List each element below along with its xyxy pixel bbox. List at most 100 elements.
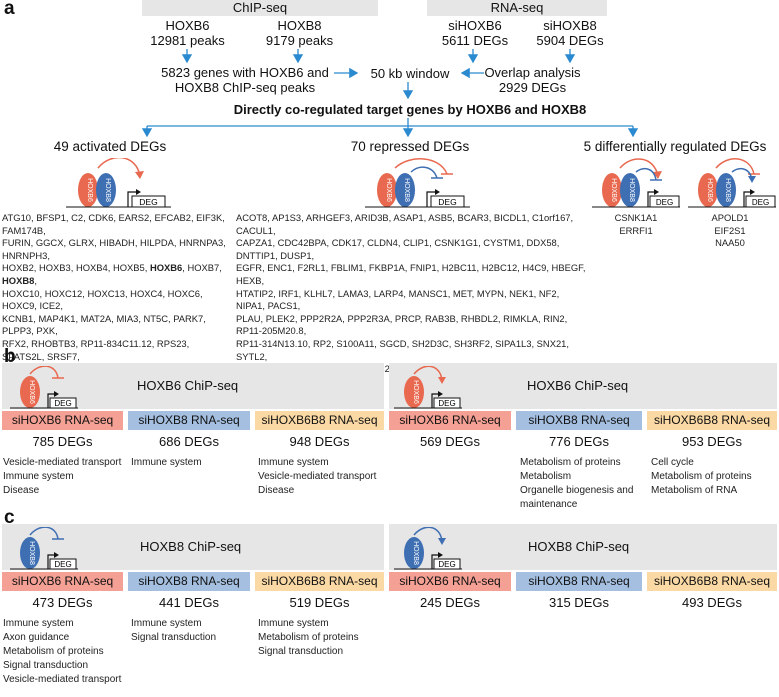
c-left-motif: HOXB8 DEG: [10, 527, 78, 570]
b-left-col2-terms: Immune system: [131, 456, 251, 470]
activated-genes-part2: , HOXC10, HOXC12, HOXC13, HOXC4, HOXC6, …: [2, 274, 225, 374]
c-left-col1-degs: 473 DEGs: [32, 595, 93, 610]
term: Signal transduction: [3, 660, 89, 671]
activated-gene-list: ATG10, BFSP1, C2, CDK6, EARS2, EFCAB2, E…: [2, 212, 234, 376]
chipseq-header: ChIP-seq: [142, 0, 378, 16]
c-left-col1-header: siHOXB6 RNA-seq: [2, 572, 123, 591]
diff2-hoxb8-label: HOXB8: [724, 178, 731, 202]
sihoxb6-name: siHOXB6: [448, 18, 502, 33]
b-left-col1-header: siHOXB6 RNA-seq: [2, 411, 123, 430]
c-left-col3-degs: 519 DEGs: [289, 595, 350, 610]
window-50kb: 50 kb window: [370, 66, 450, 81]
panel-a-arrows: [141, 49, 639, 138]
term: Metabolism of proteins: [3, 646, 104, 657]
c-right-col2-header: siHOXB8 RNA-seq: [516, 572, 642, 591]
diff2-hoxb6-label: HOXB6: [706, 178, 713, 202]
term: Metabolism of proteins: [651, 471, 752, 482]
b-left-col1-terms: Vesicle-mediated transport Immune system…: [3, 456, 125, 498]
term: Metabolism: [520, 471, 572, 482]
activated-gene-hoxb6: HOXB6: [149, 262, 183, 274]
activated-hoxb6-label: HOXB6: [86, 178, 93, 202]
repressed-deg-label: DEG: [438, 197, 456, 207]
term: Immune system: [258, 618, 329, 629]
b-left-col1-degs: 785 DEGs: [32, 434, 93, 449]
diff1-hoxb6-label: HOXB6: [610, 178, 617, 202]
repressed-motif: HOXB6 HOXB8 DEG: [365, 158, 470, 208]
repressed-gene-list: ACOT8, AP1S3, ARHGEF3, ARID3B, ASAP1, AS…: [236, 212, 586, 387]
c-right-col3-degs: 493 DEGs: [682, 595, 742, 610]
term: Immune system: [258, 457, 329, 468]
b-right-col1-header: siHOXB6 RNA-seq: [389, 411, 511, 430]
term: Metabolism of proteins: [258, 632, 359, 643]
b-right-col3-header: siHOXB6B8 RNA-seq: [647, 411, 777, 430]
term: Vesicle-mediated transport: [3, 457, 122, 468]
b-left-col2-degs: 686 DEGs: [159, 434, 219, 449]
panel-a-label: a: [4, 0, 15, 19]
term: Immune system: [131, 618, 202, 629]
hoxb6-name: HOXB6: [165, 18, 210, 33]
c-left-col1-terms: Immune system Axon guidance Metabolism o…: [3, 617, 127, 687]
activated-genes-mid: , HOXB7,: [182, 262, 222, 274]
activated-deg-label: DEG: [139, 197, 157, 207]
activated-gene-hoxb8: HOXB8: [2, 274, 35, 286]
term: maintenance: [520, 499, 578, 510]
differential-motif-2: HOXB6 HOXB8 DEG: [688, 158, 776, 208]
activated-hoxb8-label: HOXB8: [104, 178, 111, 202]
genes-with-peaks-line1: 5823 genes with HOXB6 and: [161, 65, 329, 80]
b-right-motif: HOXB6 DEG: [394, 366, 462, 409]
term: Disease: [3, 485, 40, 496]
c-left-col2-degs: 441 DEGs: [159, 595, 219, 610]
c-right-hox-label: HOXB8: [412, 541, 419, 565]
sihoxb6-rna: siHOXB6 5611 DEGs: [430, 18, 520, 48]
repressed-hoxb8-label: HOXB8: [403, 178, 410, 202]
term: Immune system: [3, 618, 74, 629]
term: Immune system: [131, 457, 202, 468]
b-left-col2-header: siHOXB8 RNA-seq: [128, 411, 250, 430]
b-right-title: HOXB6 ChiP-seq: [527, 378, 629, 393]
hoxb6-chip: HOXB6 12981 peaks: [140, 18, 235, 48]
term: Organelle biogenesis and: [520, 485, 634, 496]
c-left-col3-header: siHOXB6B8 RNA-seq: [255, 572, 384, 591]
term: Axon guidance: [3, 632, 70, 643]
panel-c-label: c: [4, 507, 15, 528]
overlap-line2: 2929 DEGs: [498, 80, 567, 95]
activated-motif: HOXB6 HOXB8 DEG: [66, 158, 171, 208]
c-right-deg-label: DEG: [438, 560, 455, 569]
activated-genes-part1: ATG10, BFSP1, C2, CDK6, EARS2, EFCAB2, E…: [2, 212, 226, 274]
differential-degs-title: 5 differentially regulated DEGs: [583, 139, 767, 154]
hoxb6-peaks: 12981 peaks: [150, 33, 225, 48]
c-right-col2-degs: 315 DEGs: [549, 595, 609, 610]
diff1-deg-label: DEG: [656, 198, 673, 207]
hoxb8-name: HOXB8: [277, 18, 322, 33]
differential-gene-list-1: CSNK1A1 ERRFI1: [614, 212, 658, 236]
term: Metabolism of RNA: [651, 485, 738, 496]
directly-coregulated-title: Directly co-regulated target genes by HO…: [233, 102, 587, 117]
b-left-col3-terms: Immune system Vesicle-mediated transport…: [258, 456, 384, 498]
overlap-line1: Overlap analysis: [484, 65, 581, 80]
activated-degs-title: 49 activated DEGs: [53, 139, 167, 154]
c-left-title: HOXB8 ChiP-seq: [140, 539, 242, 554]
term: Disease: [258, 485, 295, 496]
diff2-deg-label: DEG: [752, 198, 769, 207]
c-right-col1-header: siHOXB6 RNA-seq: [389, 572, 511, 591]
b-right-col2-header: siHOXB8 RNA-seq: [516, 411, 642, 430]
hoxb8-chip: HOXB8 9179 peaks: [252, 18, 347, 48]
hoxb8-peaks: 9179 peaks: [265, 33, 334, 48]
b-left-hox-label: HOXB6: [28, 380, 35, 404]
c-left-deg-label: DEG: [54, 560, 71, 569]
b-left-title: HOXB6 ChiP-seq: [137, 378, 239, 393]
sihoxb8-degs: 5904 DEGs: [536, 33, 604, 48]
term: Cell cycle: [651, 457, 694, 468]
b-left-col3-degs: 948 DEGs: [289, 434, 350, 449]
sihoxb6-degs: 5611 DEGs: [441, 33, 509, 48]
c-right-col3-header: siHOXB6B8 RNA-seq: [647, 572, 777, 591]
differential-motif-1: HOXB6 HOXB8 DEG: [592, 158, 680, 208]
sihoxb8-rna: siHOXB8 5904 DEGs: [525, 18, 615, 48]
b-left-col3-header: siHOXB6B8 RNA-seq: [255, 411, 384, 430]
b-right-col3-degs: 953 DEGs: [682, 434, 742, 449]
b-right-col2-terms: Metabolism of proteins Metabolism Organe…: [520, 456, 642, 512]
differential-gene-list-2: APOLD1 EIF2S1 NAA50: [711, 212, 749, 249]
b-right-col1-degs: 569 DEGs: [420, 434, 480, 449]
c-right-title: HOXB8 ChiP-seq: [528, 539, 630, 554]
b-right-col3-terms: Cell cycle Metabolism of proteins Metabo…: [651, 456, 777, 498]
